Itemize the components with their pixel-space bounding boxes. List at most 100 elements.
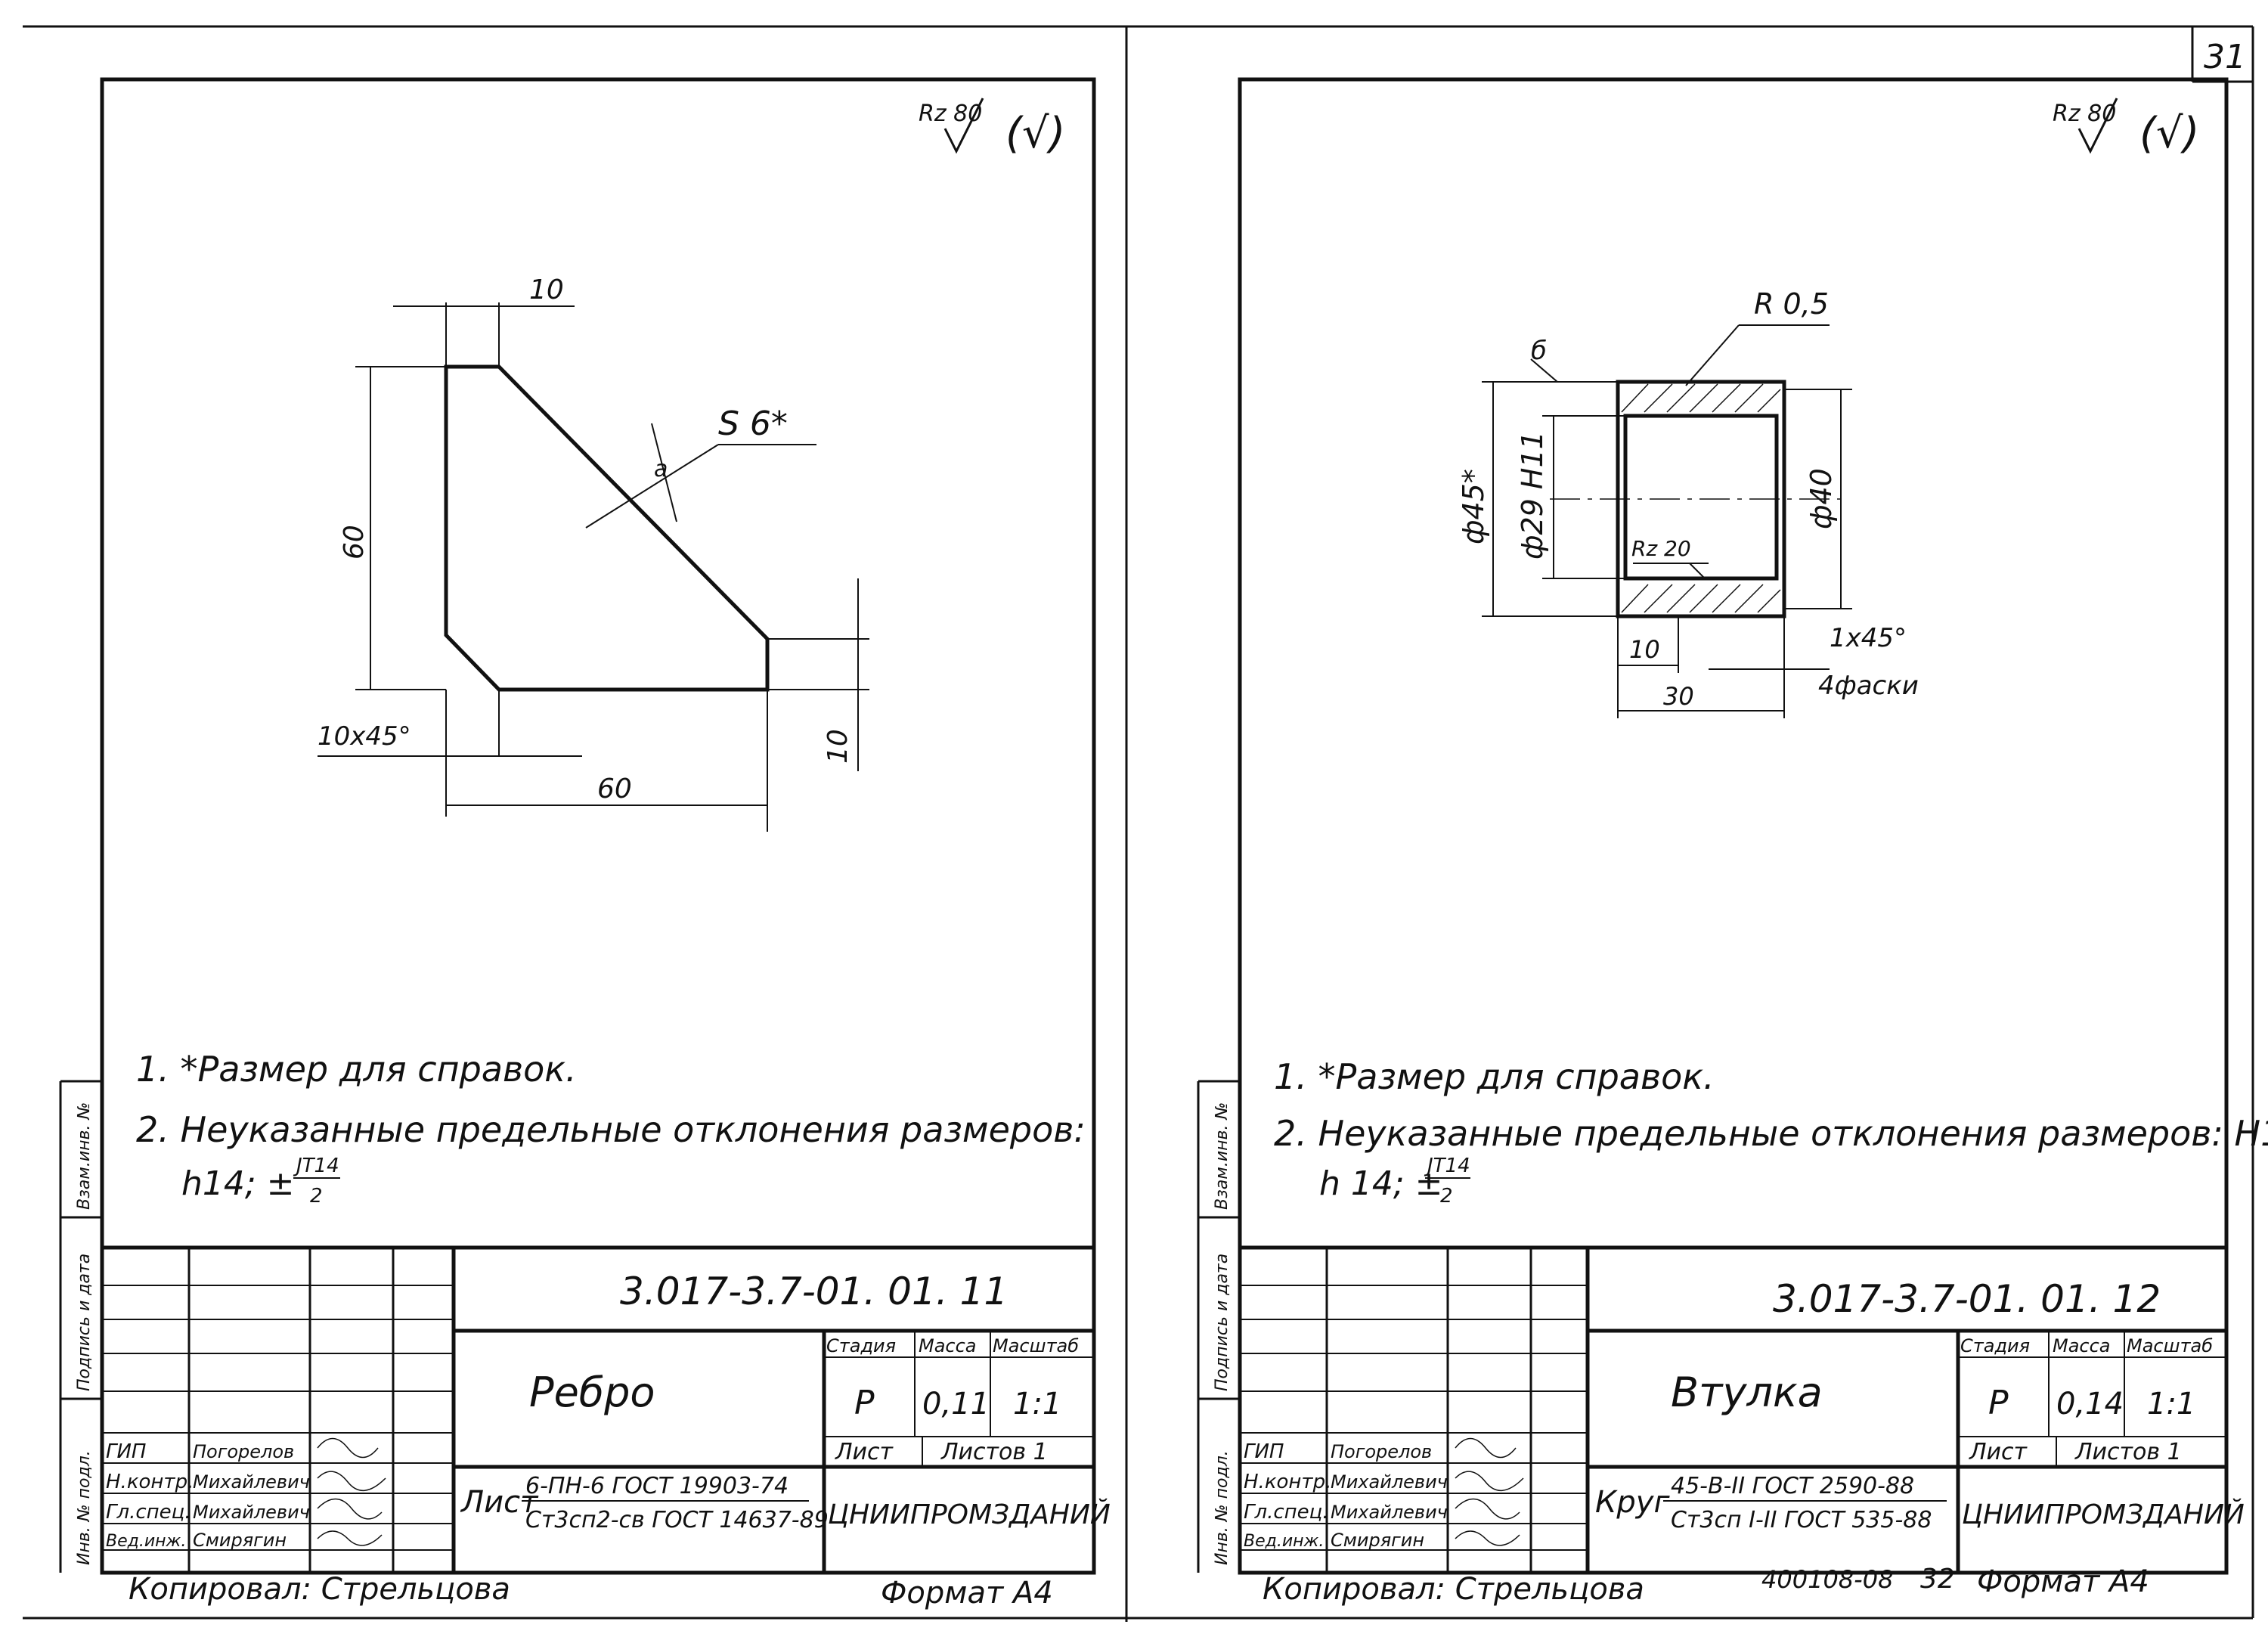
right-mass: 0,14 bbox=[2056, 1387, 2124, 1421]
right-stage: Р bbox=[1988, 1384, 2009, 1422]
right-sheets-hdr: Листов 1 bbox=[2074, 1439, 2182, 1465]
right-dim-outer: ф40 bbox=[1805, 468, 1838, 529]
left-dim-thickness: S 6* bbox=[718, 405, 788, 443]
right-part-name: Втулка bbox=[1671, 1369, 1823, 1416]
right-note2: Неуказанные предельные отклонения размер… bbox=[1318, 1113, 2268, 1154]
left-dim-top: 10 bbox=[529, 274, 564, 305]
right-title-block: ГИП Н.контр. Гл.спец. Вед.инж. Погорелов… bbox=[1240, 1245, 2245, 1573]
right-stage-hdr: Стадия bbox=[1960, 1335, 2030, 1356]
right-note1-num: 1. bbox=[1274, 1056, 1318, 1097]
right-dim-outer-ref: ф45* bbox=[1457, 469, 1490, 544]
left-dim-chamfer: 10x45° bbox=[318, 721, 411, 752]
left-roughness-paren: (√) bbox=[1005, 109, 1065, 158]
right-role-glspec: Гл.спец. bbox=[1244, 1501, 1329, 1524]
right-side-replace: Взам.инв. № bbox=[1213, 1102, 1232, 1210]
right-signatures bbox=[1455, 1437, 1524, 1546]
left-copied: Копировал: Стрельцова bbox=[129, 1572, 510, 1607]
right-name-3: Михайлевич bbox=[1331, 1502, 1448, 1523]
left-stage-hdr: Стадия bbox=[826, 1335, 896, 1356]
svg-text:1. *Размер для справок.: 1. *Размер для справок. bbox=[1274, 1056, 1715, 1097]
right-side-sign: Подпись и дата bbox=[1213, 1254, 1232, 1391]
right-org: ЦНИИПРОМЗДАНИЙ bbox=[1962, 1499, 2245, 1530]
left-side-replace: Взам.инв. № bbox=[75, 1102, 94, 1210]
left-roughness-symbol bbox=[943, 98, 984, 154]
right-note2-num-frac: JT14 bbox=[1424, 1155, 1470, 1177]
right-role-vedinzh: Вед.инж. bbox=[1244, 1532, 1324, 1551]
right-hatch-top bbox=[1621, 383, 1781, 413]
left-role-gip: ГИП bbox=[106, 1440, 147, 1463]
left-note1: *Размер для справок. bbox=[181, 1049, 577, 1090]
right-scale-hdr: Масштаб bbox=[2127, 1335, 2213, 1356]
left-signatures bbox=[317, 1437, 386, 1546]
right-roughness-paren: (√) bbox=[2139, 109, 2199, 158]
left-format: Формат А4 bbox=[881, 1576, 1053, 1611]
left-material-line1: 6-ПН-6 ГОСТ 19903-74 bbox=[525, 1473, 789, 1499]
right-name-1: Погорелов bbox=[1331, 1441, 1432, 1462]
right-dim-inner-rough: Rz 20 bbox=[1631, 536, 1691, 561]
right-format: Формат А4 bbox=[1977, 1564, 2149, 1599]
left-material-line2: Ст3сп2-св ГОСТ 14637-89 bbox=[525, 1507, 829, 1533]
right-name-4: Смирягин bbox=[1331, 1530, 1424, 1551]
left-sheets-hdr: Листов 1 bbox=[940, 1439, 1048, 1465]
left-name-4: Смирягин bbox=[193, 1530, 287, 1551]
left-dim-height: 60 bbox=[339, 525, 370, 560]
right-doc-code: 3.017-3.7-01. 01. 12 bbox=[1773, 1277, 2161, 1321]
left-frame bbox=[100, 77, 1096, 1575]
right-note2-num: 2. bbox=[1274, 1113, 1318, 1154]
right-dim-inner: ф29 H11 bbox=[1516, 431, 1549, 560]
right-name-2: Михайлевич bbox=[1331, 1471, 1448, 1493]
right-dim-chamfers: 1x45° bbox=[1830, 623, 1907, 653]
left-note1-num: 1. bbox=[136, 1049, 181, 1090]
right-frame bbox=[1238, 77, 2229, 1575]
right-stamp: 400108-08 bbox=[1761, 1565, 1893, 1594]
right-page-small: 32 bbox=[1920, 1564, 1955, 1595]
left-name-3: Михайлевич bbox=[193, 1502, 310, 1523]
right-dim-flange: 10 bbox=[1629, 635, 1660, 664]
right-part-bore bbox=[1623, 414, 1779, 581]
right-hatch-bottom bbox=[1621, 584, 1781, 613]
svg-text:1. *Размер для справок.: 1. *Размер для справок. bbox=[136, 1049, 577, 1090]
left-name-1: Погорелов bbox=[193, 1441, 294, 1462]
right-mass-hdr: Масса bbox=[2053, 1335, 2111, 1356]
left-side-inv: Инв. № подл. bbox=[75, 1450, 94, 1565]
right-role-nkontr: Н.контр. bbox=[1244, 1471, 1331, 1493]
right-roughness: Rz 80 bbox=[2053, 101, 2116, 127]
right-note2-tol: h 14; ± bbox=[1319, 1164, 1443, 1203]
right-role-gip: ГИП bbox=[1244, 1440, 1284, 1463]
left-mass-hdr: Масса bbox=[919, 1335, 977, 1356]
left-title-block: ГИП Н.контр. Гл.спец. Вед.инж. Погорелов… bbox=[102, 1245, 1111, 1573]
left-scale: 1:1 bbox=[1013, 1387, 1061, 1421]
left-note2-tol: h14; ± bbox=[181, 1164, 295, 1203]
right-weld-mark: б bbox=[1531, 336, 1547, 366]
right-note1: *Размер для справок. bbox=[1318, 1056, 1715, 1097]
left-note2: Неуказанные предельные отклонения размер… bbox=[181, 1109, 1086, 1150]
right-dim-radius: R 0,5 bbox=[1754, 287, 1829, 321]
left-note2-den-frac: 2 bbox=[310, 1185, 323, 1208]
left-weld-mark: a bbox=[654, 456, 668, 482]
right-note2-den-frac: 2 bbox=[1440, 1185, 1453, 1208]
right-material-prefix: Круг bbox=[1595, 1485, 1670, 1520]
left-role-glspec: Гл.спец. bbox=[106, 1501, 191, 1524]
right-dim-length: 30 bbox=[1663, 682, 1694, 711]
svg-text:2. Неуказанные предельные откл: 2. Неуказанные предельные отклонения раз… bbox=[136, 1109, 1086, 1150]
right-copied: Копировал: Стрельцова bbox=[1263, 1572, 1644, 1607]
left-role-vedinzh: Вед.инж. bbox=[106, 1532, 186, 1551]
right-material-line2: Ст3сп I-II ГОСТ 535-88 bbox=[1671, 1507, 1932, 1533]
left-name-2: Михайлевич bbox=[193, 1471, 310, 1493]
left-material-prefix: Лист bbox=[460, 1485, 539, 1520]
left-mass: 0,11 bbox=[922, 1387, 990, 1421]
left-sheet-hdr: Лист bbox=[835, 1439, 894, 1465]
left-dim-right: 10 bbox=[823, 729, 854, 764]
left-note2-num: 2. bbox=[136, 1109, 181, 1150]
left-org: ЦНИИПРОМЗДАНИЙ bbox=[828, 1499, 1111, 1530]
right-roughness-symbol bbox=[2077, 98, 2118, 154]
left-stage: Р bbox=[854, 1384, 875, 1422]
right-side-inv: Инв. № подл. bbox=[1213, 1450, 1232, 1565]
left-doc-code: 3.017-3.7-01. 01. 11 bbox=[620, 1270, 1008, 1313]
right-sheet-hdr: Лист bbox=[1969, 1439, 2028, 1465]
right-scale: 1:1 bbox=[2147, 1387, 2195, 1421]
left-side-sign: Подпись и дата bbox=[75, 1254, 94, 1391]
left-role-nkontr: Н.контр. bbox=[106, 1471, 194, 1493]
left-part-name: Ребро bbox=[529, 1369, 655, 1416]
